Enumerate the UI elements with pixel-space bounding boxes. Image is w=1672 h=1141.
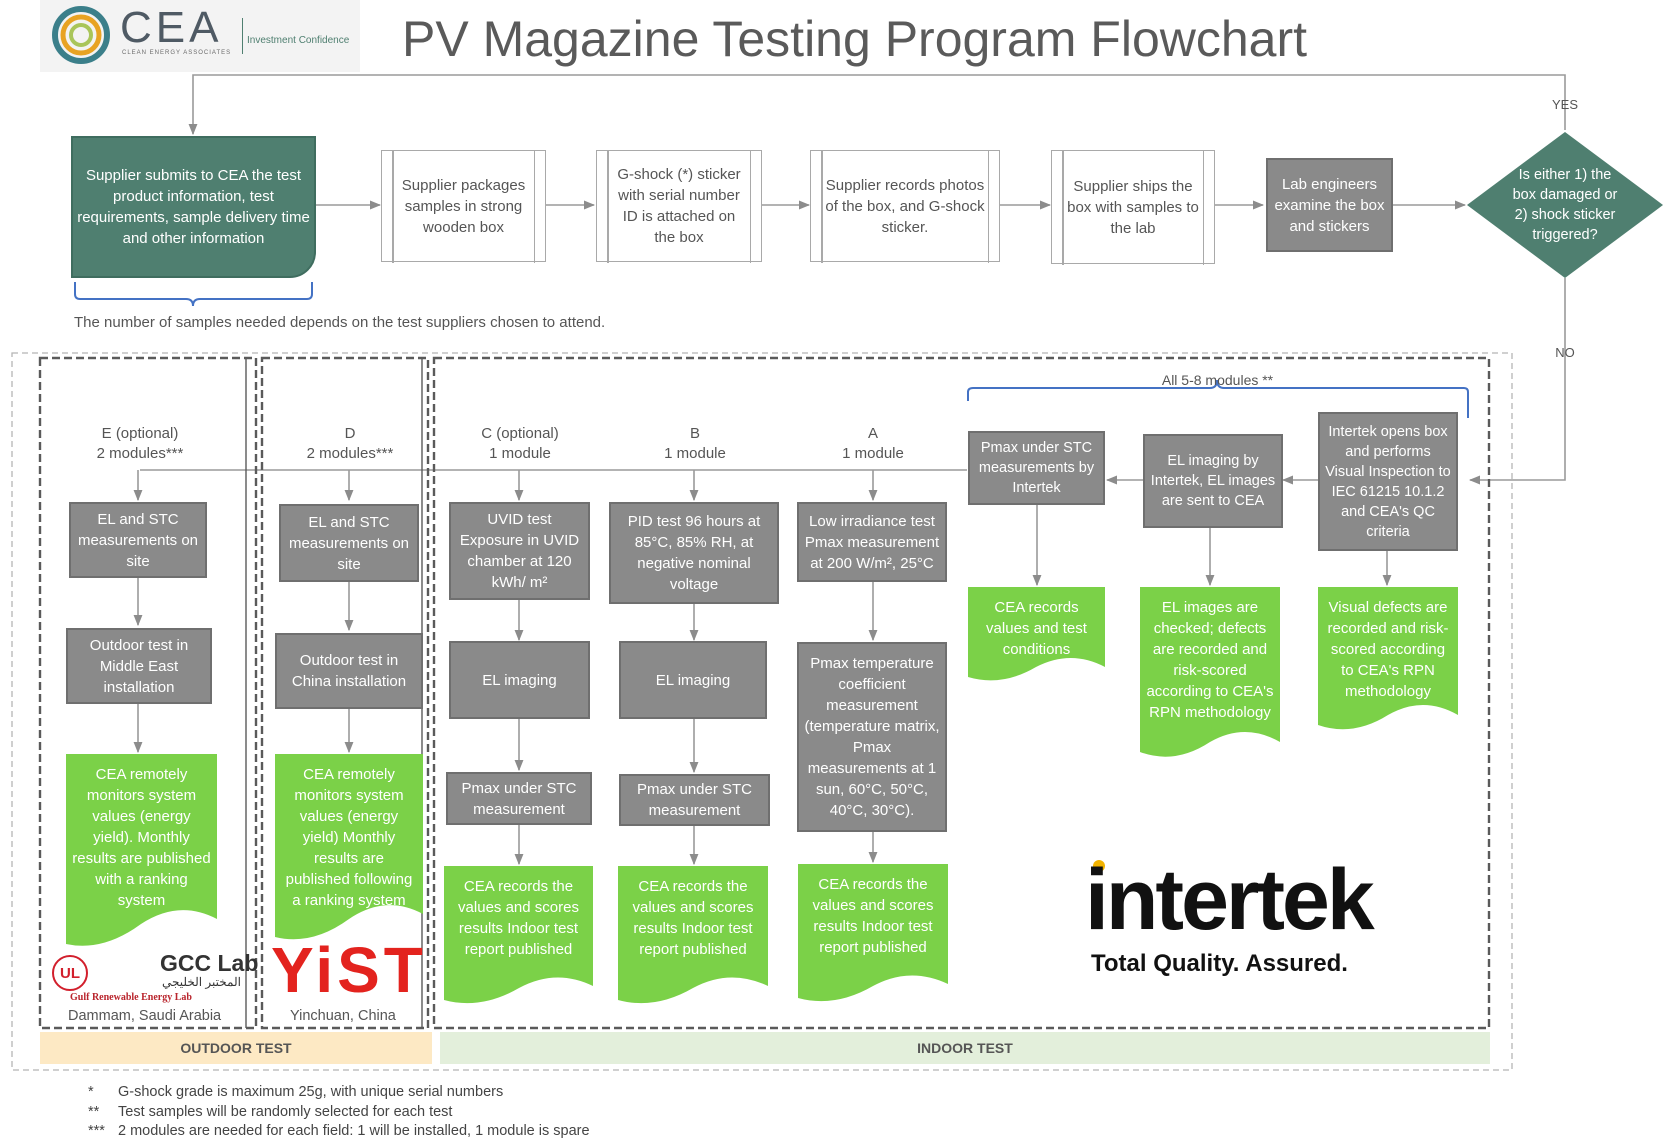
col-a-sub: 1 module: [842, 445, 904, 462]
col-b-step1: PID test 96 hours at 85°C, 85% RH, at ne…: [609, 502, 779, 604]
page-title: PV Magazine Testing Program Flowchart: [402, 11, 1308, 67]
intertek-logo: intertek Total Quality. Assured.: [1085, 850, 1445, 990]
col-d-result-doc: CEA remotely monitors system values (ene…: [275, 754, 423, 949]
intertek-logo-tagline: Total Quality. Assured.: [1091, 950, 1348, 977]
col-d-sub: 2 modules***: [306, 445, 394, 462]
gcc-lab-logo: GCC Lab: [160, 950, 259, 976]
footnote-3-mark: ***: [88, 1123, 105, 1139]
footnote-3: *** 2 modules are needed for each field: …: [88, 1123, 590, 1139]
col-c-header: C (optional) 1 module: [455, 424, 585, 464]
intertek-logo-word: intertek: [1085, 852, 1375, 948]
supplier-ships-box: Supplier ships the box with samples to t…: [1051, 149, 1215, 265]
supplier-packages-box: Supplier packages samples in strong wood…: [381, 149, 546, 263]
col-e-step1: EL and STC measurements on site: [69, 502, 207, 578]
decision-diamond: [1467, 132, 1663, 278]
col-e-step2: Outdoor test in Middle East installation: [66, 628, 212, 704]
footnote-1-text: G-shock grade is maximum 25g, with uniqu…: [118, 1084, 504, 1100]
col-a-step2: Pmax temperature coefficient measurement…: [797, 642, 947, 832]
el-checked-text: EL images are checked; defects are recor…: [1146, 599, 1274, 721]
gcc-lab-logo-arabic: المختبر الخليجي: [162, 975, 241, 989]
col-e-header: E (optional) 2 modules***: [70, 424, 210, 464]
col-e-result-doc: CEA remotely monitors system values (ene…: [66, 754, 217, 956]
gshock-sticker-box: G-shock (*) sticker with serial number I…: [596, 149, 762, 263]
footnote-1-mark: *: [88, 1084, 94, 1100]
intertek-logo-dot-icon: [1093, 860, 1105, 872]
col-b-step2: EL imaging: [619, 641, 767, 719]
cea-records-conditions-doc: CEA records values and test conditions: [968, 587, 1105, 690]
col-a-result-doc: CEA records the values and scores result…: [798, 864, 948, 1011]
col-d-step2: Outdoor test in China installation: [275, 633, 423, 709]
cea-logo: CEA CLEAN ENERGY ASSOCIATES Investment C…: [40, 0, 360, 72]
gcc-lab-logo-sub: Gulf Renewable Energy Lab: [70, 992, 192, 1003]
yist-logo: YiST: [271, 934, 427, 1006]
col-d-header: D 2 modules***: [285, 424, 415, 464]
col-a-header: A 1 module: [808, 424, 938, 464]
footnote-2-text: Test samples will be randomly selected f…: [118, 1104, 453, 1120]
cea-logo-tagline: Investment Confidence: [247, 35, 350, 46]
cea-logo-subtitle: CLEAN ENERGY ASSOCIATES: [122, 50, 232, 56]
decision-text: Is either 1) the box damaged or 2) shock…: [1512, 167, 1618, 243]
no-label: NO: [1555, 345, 1575, 360]
indoor-test-band: INDOOR TEST: [440, 1032, 1490, 1064]
col-a-step1: Low irradiance test Pmax measurement at …: [797, 502, 947, 582]
col-e-title: E (optional): [101, 425, 179, 442]
pmax-intertek-box: Pmax under STC measurements by Intertek: [968, 431, 1105, 505]
col-c-sub: 1 module: [489, 445, 551, 462]
col-a-title: A: [867, 425, 878, 442]
supplier-records-box: Supplier records photos of the box, and …: [810, 149, 1000, 263]
col-b-step3: Pmax under STC measurement: [619, 774, 770, 826]
footnote-2: ** Test samples will be randomly selected…: [88, 1104, 452, 1120]
col-d-result-text: CEA remotely monitors system values (ene…: [285, 766, 413, 909]
footnote-2-mark: **: [88, 1104, 100, 1120]
col-b-result-text: CEA records the values and scores result…: [632, 878, 754, 958]
col-e-result-text: CEA remotely monitors system values (ene…: [72, 766, 211, 909]
yes-label: YES: [1551, 97, 1578, 112]
outdoor-test-band: OUTDOOR TEST: [40, 1032, 432, 1064]
col-e-location: Dammam, Saudi Arabia: [68, 1008, 222, 1024]
cea-logo-name: CEA: [120, 3, 223, 52]
col-a-result-text: CEA records the values and scores result…: [812, 876, 934, 956]
col-c-step1: UVID test Exposure in UVID chamber at 12…: [449, 502, 590, 600]
col-e-sub: 2 modules***: [96, 445, 184, 462]
col-c-step2: EL imaging: [449, 641, 590, 719]
el-checked-doc: EL images are checked; defects are recor…: [1140, 587, 1280, 769]
col-b-title: B: [689, 425, 700, 442]
col-c-step3: Pmax under STC measurement: [446, 772, 592, 825]
footnote-3-text: 2 modules are needed for each field: 1 w…: [118, 1123, 590, 1139]
cea-logo-divider: [242, 18, 243, 54]
col-c-result-doc: CEA records the values and scores result…: [444, 866, 593, 1013]
col-c-result-text: CEA records the values and scores result…: [458, 878, 579, 958]
col-c-title: C (optional): [481, 425, 559, 442]
lab-engineers-box: Lab engineers examine the box and sticke…: [1266, 158, 1393, 252]
col-b-result-doc: CEA records the values and scores result…: [618, 866, 768, 1013]
visual-defects-doc: Visual defects are recorded and risk-sco…: [1318, 587, 1458, 742]
col-d-step1: EL and STC measurements on site: [279, 504, 419, 582]
col-d-title: D: [344, 425, 356, 442]
visual-defects-text: Visual defects are recorded and risk-sco…: [1327, 599, 1449, 700]
ul-logo-text: UL: [60, 964, 80, 982]
col-d-location: Yinchuan, China: [290, 1008, 396, 1024]
el-imaging-intertek-box: EL imaging by Intertek, EL images are se…: [1143, 434, 1283, 528]
supplier-submits-box: Supplier submits to CEA the test product…: [71, 136, 316, 278]
samples-note: The number of samples needed depends on …: [74, 314, 606, 331]
footnote-1: * G-shock grade is maximum 25g, with uniq…: [88, 1084, 503, 1100]
ul-logo: UL: [52, 955, 88, 991]
all-modules-label: All 5-8 modules **: [1161, 372, 1274, 388]
cea-records-conditions-text: CEA records values and test conditions: [986, 599, 1087, 658]
col-b-header: B 1 module: [630, 424, 760, 464]
intertek-opens-box: Intertek opens box and performs Visual I…: [1318, 412, 1458, 551]
cea-logo-ring-icon: [52, 6, 110, 64]
col-b-sub: 1 module: [664, 445, 726, 462]
